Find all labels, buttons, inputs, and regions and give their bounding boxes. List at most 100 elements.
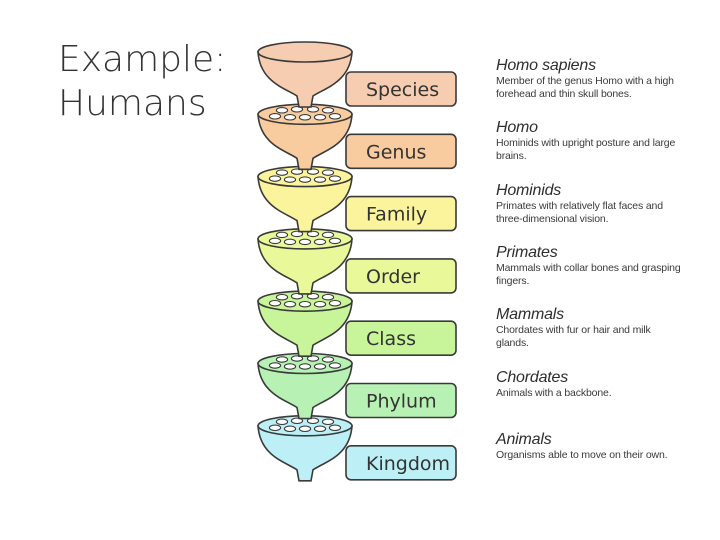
rim-hole (290, 292, 304, 300)
rank-box-class (345, 320, 457, 357)
rim-hole (283, 238, 297, 246)
rim-hole (313, 114, 327, 121)
rim-hole (283, 114, 297, 121)
rim-hole (275, 169, 289, 176)
rank-box-family (345, 195, 457, 232)
rim-hole (328, 299, 342, 307)
rim-hole (306, 230, 320, 238)
funnel-cone-family (257, 175, 353, 233)
rim-hole (298, 300, 312, 308)
rim-hole (306, 355, 320, 362)
funnel-cone-species (257, 51, 353, 108)
rim-hole (275, 231, 289, 239)
rim-hole (306, 168, 320, 175)
rim-hole (283, 300, 297, 308)
rim-hole (321, 418, 335, 426)
funnel-level-order: Order (257, 228, 457, 295)
rim-hole (313, 425, 327, 433)
taxon-description: Primates with relatively flat faces and … (496, 199, 663, 225)
rim-hole (268, 299, 282, 307)
title-line-1: Example: (58, 39, 227, 80)
rank-label-class: Class (366, 328, 416, 350)
rank-label-kingdom: Kingdom (366, 453, 450, 475)
rim-hole (321, 356, 335, 363)
taxon-name: Homo sapiens (496, 57, 596, 74)
rim-hole (298, 238, 312, 246)
funnel-level-phylum: Phylum (257, 352, 457, 420)
rim-hole (328, 424, 342, 432)
rim-hole (290, 417, 304, 425)
rank-label-species: Species (366, 79, 439, 101)
rim-hole (283, 176, 297, 183)
rim-hole (328, 362, 342, 369)
funnel-cone-genus (257, 113, 353, 171)
rim-hole (328, 237, 342, 245)
rank-label-order: Order (366, 266, 420, 288)
rim-hole (268, 424, 282, 432)
taxon-name: Mammals (496, 306, 564, 324)
rim-hole (268, 113, 282, 120)
rim-hole (268, 362, 282, 369)
funnel-level-family: Family (257, 165, 457, 233)
funnel-cone-kingdom (257, 425, 353, 482)
rim-hole (313, 300, 327, 308)
rim-hole (328, 113, 342, 120)
taxon-description: Member of the genus Homo with a high for… (496, 75, 674, 100)
rim-hole (283, 425, 297, 433)
taxon-name: Hominids (496, 181, 562, 199)
rim-hole (275, 107, 289, 114)
rim-hole (268, 237, 282, 245)
taxon-name: Homo (496, 119, 538, 137)
rank-label-family: Family (366, 204, 427, 226)
rim-hole (298, 425, 312, 433)
rim-hole (283, 363, 297, 370)
funnel-level-genus: Genus (257, 103, 457, 171)
rim-hole (313, 176, 327, 183)
taxon-description: Chordates with fur or hair and milk glan… (496, 324, 651, 350)
rank-box-phylum (345, 382, 457, 419)
funnel-rim-species (257, 41, 353, 63)
rank-box-genus (345, 133, 457, 170)
rim-hole (298, 114, 312, 121)
rank-box-kingdom (345, 444, 457, 481)
funnel-level-kingdom: Kingdom (257, 414, 457, 482)
rim-hole (290, 106, 304, 113)
taxon-description: Organisms able to move on their own. (496, 448, 668, 461)
rim-hole (290, 355, 304, 362)
taxon-name: Chordates (496, 368, 569, 386)
rim-hole (275, 293, 289, 301)
funnel-cone-class (257, 300, 353, 357)
rim-hole (321, 231, 335, 239)
rim-hole (306, 417, 320, 425)
taxon-name: Primates (496, 243, 558, 261)
taxon-description: Animals with a backbone. (496, 386, 612, 399)
rank-label-phylum: Phylum (366, 391, 437, 413)
rim-hole (321, 169, 335, 176)
funnel-cone-phylum (257, 362, 353, 420)
rim-hole (290, 168, 304, 175)
rank-box-species (345, 71, 457, 107)
taxon-description: Mammals with collar bones and grasping f… (496, 261, 681, 287)
rim-hole (268, 175, 282, 182)
rim-hole (328, 175, 342, 182)
rim-hole (313, 363, 327, 370)
rim-hole (321, 107, 335, 114)
rank-box-order (345, 258, 457, 294)
rim-hole (290, 230, 304, 238)
rim-hole (298, 363, 312, 370)
funnel-cone-order (257, 238, 353, 295)
rim-hole (298, 176, 312, 183)
funnel-level-species: Species (257, 41, 457, 108)
taxon-description: Hominids with upright posture and large … (496, 137, 676, 163)
rim-hole (275, 418, 289, 426)
rim-hole (306, 292, 320, 300)
rim-hole (275, 356, 289, 363)
